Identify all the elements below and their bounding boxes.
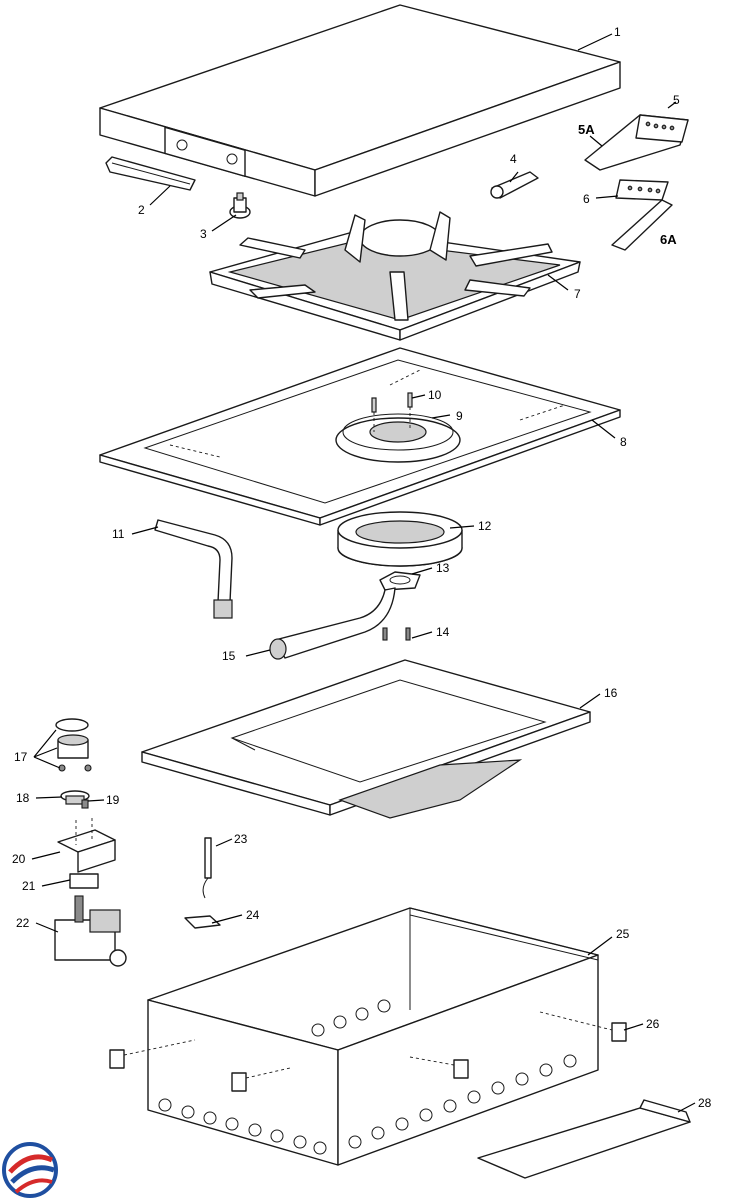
callout-15: 15 — [222, 649, 236, 663]
part-4-lever — [490, 171, 539, 199]
part-6-bracket — [611, 179, 673, 251]
part-2-handle — [105, 156, 196, 191]
callout-14: 14 — [436, 625, 450, 639]
part-11-pipe — [154, 519, 233, 619]
callout-24: 24 — [246, 908, 260, 922]
callout-11: 11 — [112, 527, 125, 541]
callout-8: 8 — [620, 435, 627, 449]
callout-20: 20 — [12, 852, 26, 866]
part-3-knob — [229, 192, 251, 219]
callout-labels: 1 2 3 4 5 5A 6 6A 7 8 9 10 11 12 13 14 1… — [12, 25, 712, 1110]
part-23-thermocouple — [202, 837, 212, 899]
part-21-clamp — [69, 873, 99, 889]
callout-25: 25 — [616, 927, 630, 941]
callout-22: 22 — [16, 916, 30, 930]
callout-1: 1 — [614, 25, 621, 39]
callout-6a: 6A — [660, 232, 677, 247]
base-box-vent-holes — [158, 999, 577, 1155]
part-7-grate — [209, 211, 581, 341]
part-9-burner — [335, 413, 461, 463]
part-5-bracket — [584, 114, 689, 171]
part-20-bracket — [57, 818, 116, 873]
leader-lines — [31, 33, 696, 1113]
callout-23: 23 — [234, 832, 248, 846]
callout-7: 7 — [574, 287, 581, 301]
callout-26: 26 — [646, 1017, 660, 1031]
part-12-bowl — [337, 511, 463, 567]
part-26-clips — [109, 1011, 627, 1092]
part-14-screws — [382, 627, 411, 641]
callout-3: 3 — [200, 227, 207, 241]
brand-logo-icon — [2, 1142, 58, 1198]
part-1-top-cover — [99, 4, 621, 197]
part-13-gasket — [379, 571, 421, 591]
part-22-valve — [54, 895, 127, 967]
callout-17: 17 — [14, 750, 28, 764]
callout-18: 18 — [16, 791, 30, 805]
callout-19: 19 — [106, 793, 120, 807]
part-10-screws — [371, 392, 413, 432]
callout-10: 10 — [428, 388, 442, 402]
callout-2: 2 — [138, 203, 145, 217]
callout-21: 21 — [22, 879, 36, 893]
callout-6: 6 — [583, 192, 590, 206]
callout-5: 5 — [673, 93, 680, 107]
part-17-knob-assembly — [55, 718, 92, 772]
callout-4: 4 — [510, 152, 517, 166]
part-28-plate — [477, 1099, 691, 1179]
part-25-base-box — [147, 907, 599, 1166]
callout-9: 9 — [456, 409, 463, 423]
part-19-clip — [81, 799, 89, 809]
part-16-pan — [141, 659, 591, 819]
callout-5a: 5A — [578, 122, 595, 137]
callout-13: 13 — [436, 561, 450, 575]
part-24-bracket — [184, 915, 221, 929]
callout-16: 16 — [604, 686, 618, 700]
part-15-venturi — [269, 587, 396, 660]
callout-12: 12 — [478, 519, 492, 533]
callout-28: 28 — [698, 1096, 712, 1110]
